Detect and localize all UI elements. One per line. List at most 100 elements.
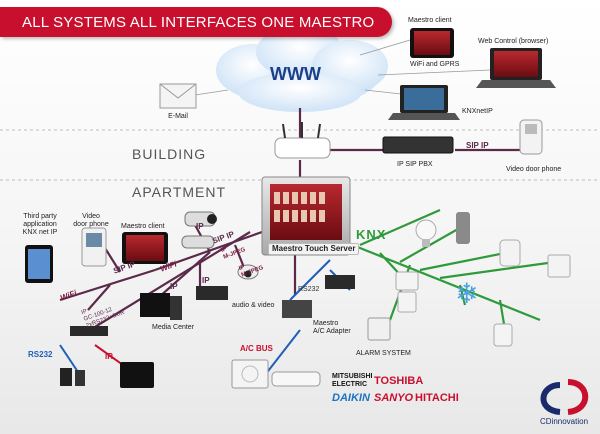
tv-device xyxy=(120,362,154,388)
diagram-shape xyxy=(301,210,307,222)
ip-label-3: IP xyxy=(196,222,204,231)
zone-building-label: BUILDING xyxy=(132,146,207,162)
sanyo-logo: SANYO xyxy=(374,392,414,404)
sip-ip-building-label: SIP IP xyxy=(466,141,489,150)
rs232-label-2: RS232 xyxy=(28,350,53,359)
laptop-web-device xyxy=(476,48,556,88)
diagram-shape xyxy=(89,231,251,331)
intercom-device xyxy=(81,227,107,267)
light-bulb-device xyxy=(415,219,437,247)
diagram-shape xyxy=(317,123,321,139)
ip-sip-pbx-device xyxy=(382,136,454,154)
title-banner: ALL SYSTEMS ALL INTERFACES ONE MAESTRO xyxy=(0,7,392,37)
diagram-shape xyxy=(319,192,325,204)
motion-sensor-device xyxy=(499,239,521,267)
diagram-shape xyxy=(274,137,331,159)
www-label: WWW xyxy=(270,64,321,84)
diagram-shape xyxy=(283,210,289,222)
ip-label-1: IP xyxy=(170,282,178,291)
ac-bus-label: A/C BUS xyxy=(240,344,273,353)
diagram-shape xyxy=(439,260,556,280)
diagram-shape xyxy=(238,72,362,112)
diagram-shape xyxy=(28,249,50,279)
diagram-shape xyxy=(241,365,259,383)
knx-logo: KNX xyxy=(356,227,387,242)
router-device xyxy=(274,122,331,159)
socket-device xyxy=(493,323,513,347)
ip-converter-device xyxy=(70,326,108,336)
knxnetip-label: KNXnetIP xyxy=(462,108,493,115)
alarm-keypad-device xyxy=(367,317,391,341)
maestro-client-top-label: Maestro client xyxy=(408,17,452,24)
ip-label-2: IP xyxy=(202,276,210,285)
media-center-device xyxy=(140,293,182,320)
diagram-shape xyxy=(87,284,111,311)
diagram-shape xyxy=(310,210,316,222)
maestro-ac-adapter-label: Maestro A/C Adapter xyxy=(313,320,351,335)
rs232-device xyxy=(325,275,355,289)
diagram-shape xyxy=(567,379,589,415)
diagram-shape xyxy=(75,370,85,386)
daikin-logo: DAIKIN xyxy=(332,392,370,404)
snowflake-icon: ❄ xyxy=(455,277,478,310)
ac-unit-device xyxy=(231,359,321,389)
diagram-shape xyxy=(194,89,229,96)
diagram-shape xyxy=(181,235,215,249)
dome-camera-device xyxy=(237,264,259,280)
zone-apartment-label: APARTMENT xyxy=(132,184,227,200)
mitsubishi-logo: MITSUBISHI ELECTRIC xyxy=(332,373,373,388)
alarm-system-label: ALARM SYSTEM xyxy=(356,350,411,357)
cdinnovation-logo-mark xyxy=(540,379,589,415)
diagram-shape xyxy=(159,83,197,109)
diagram-shape xyxy=(274,192,280,204)
web-control-label: Web Control (browser) xyxy=(478,38,549,45)
diagram-shape xyxy=(359,208,441,247)
laptop-knx-device xyxy=(388,85,460,120)
diagram-shape xyxy=(339,238,541,322)
media-center-label: Media Center xyxy=(152,324,195,331)
diagram-shape xyxy=(404,88,444,110)
diagram-shape xyxy=(159,83,197,99)
diagram-shape xyxy=(274,192,325,222)
diagram-shape xyxy=(292,210,298,222)
toshiba-logo: TOSHIBA xyxy=(374,375,424,387)
tablet-device-top xyxy=(410,28,454,58)
av-receiver-device xyxy=(196,286,228,300)
video-door-phone-building-label: Video door phone xyxy=(506,166,562,173)
diagram-shape xyxy=(170,296,182,320)
ipad-device xyxy=(25,245,53,283)
diagram-shape xyxy=(140,293,170,317)
maestro-client-label: Maestro client xyxy=(121,223,165,230)
diagram-shape xyxy=(359,39,411,56)
email-label: E-Mail xyxy=(168,113,188,120)
fan-device xyxy=(547,254,571,278)
building-door-phone-device xyxy=(519,119,543,155)
ip-sip-pbx-label: IP SIP PBX xyxy=(397,161,433,168)
hitachi-logo: HITACHI xyxy=(415,392,459,404)
speakers-device xyxy=(60,368,85,386)
diagram-shape xyxy=(377,69,491,76)
diagram-shape xyxy=(231,359,269,389)
diagram-shape xyxy=(540,382,561,415)
wifi-gprs-label: WiFi and GPRS xyxy=(410,61,460,68)
diagram-shape xyxy=(59,268,156,302)
maestro-touch-server-label: Maestro Touch Server xyxy=(268,243,360,255)
diagram-shape xyxy=(476,80,556,88)
ac-adapter-device xyxy=(282,300,312,318)
diagram-shape xyxy=(60,368,72,386)
diagram-shape xyxy=(289,259,331,301)
wall-panel-device xyxy=(397,291,417,313)
diagram-shape xyxy=(525,124,537,134)
diagram-shape xyxy=(126,235,164,261)
diagram-shape xyxy=(244,270,252,278)
www-cloud xyxy=(216,26,388,112)
rs232-label-1: RS232 xyxy=(298,286,320,293)
audio-video-label: audio & video xyxy=(232,302,275,309)
email-envelope-device xyxy=(159,83,197,109)
ip-camera-device xyxy=(181,211,217,249)
diagram-shape xyxy=(494,51,538,77)
diagram-shape xyxy=(422,239,430,247)
diagram-shape xyxy=(458,284,467,306)
